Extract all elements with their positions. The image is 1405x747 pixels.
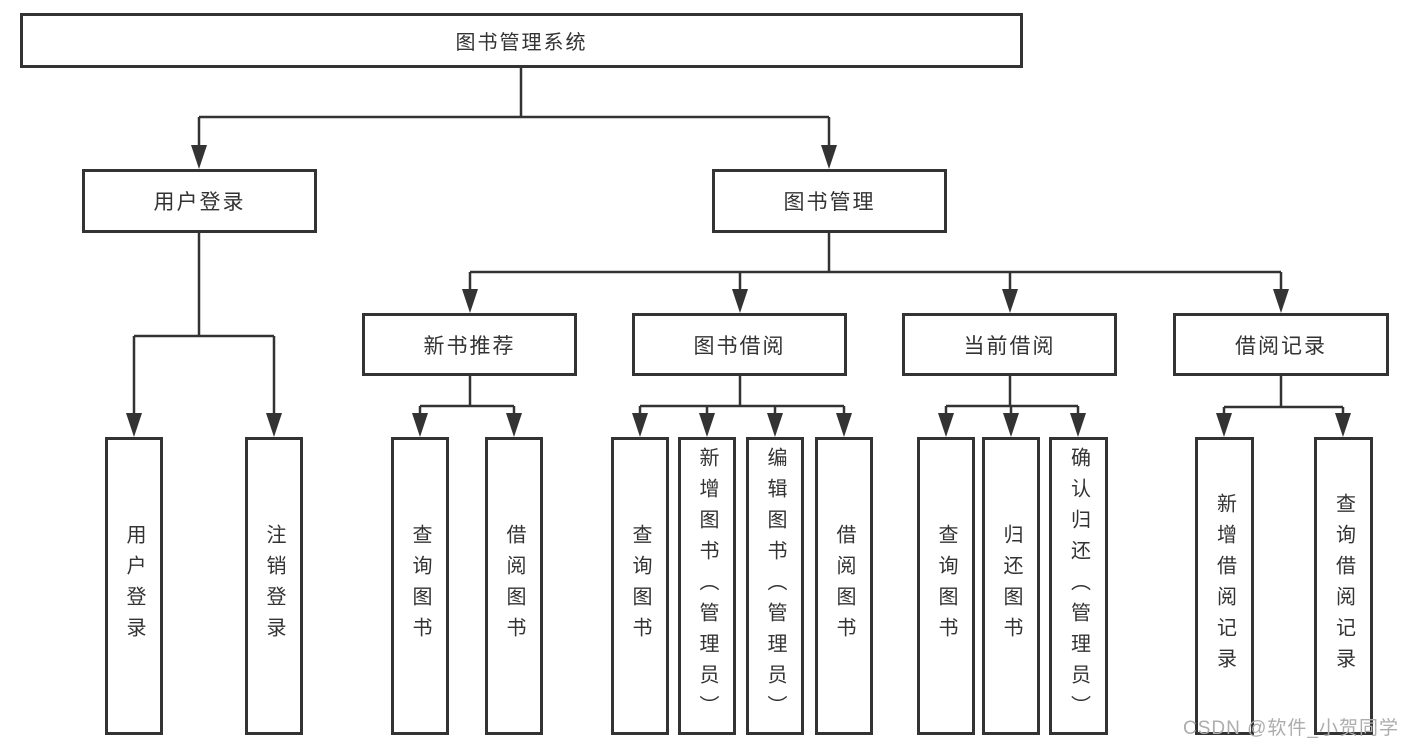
leaf-query-books-1-label: 查询图书	[409, 524, 431, 648]
leaf-confirm-return-admin: 确认归还（管理员）	[1049, 437, 1108, 735]
leaf-user-login: 用户登录	[105, 437, 163, 735]
leaf-add-books-admin: 新增图书（管理员）	[678, 437, 736, 735]
leaf-return-books-label: 归还图书	[1000, 524, 1022, 648]
leaf-query-borrow-record-label: 查询借阅记录	[1332, 493, 1355, 679]
leaf-borrow-books-2-label: 借阅图书	[833, 524, 855, 648]
node-user-login: 用户登录	[82, 169, 317, 233]
leaf-borrow-books-1: 借阅图书	[485, 437, 543, 735]
leaf-query-books-3-label: 查询图书	[935, 524, 957, 648]
leaf-add-borrow-record: 新增借阅记录	[1195, 437, 1254, 735]
csdn-watermark: CSDN @软件_小贺同学	[1183, 718, 1399, 739]
leaf-edit-books-admin-label: 编辑图书（管理员）	[764, 446, 786, 726]
node-current-borrow: 当前借阅	[902, 313, 1117, 376]
node-current-borrow-label: 当前借阅	[963, 334, 1056, 358]
leaf-confirm-return-admin-label: 确认归还（管理员）	[1067, 446, 1090, 726]
leaf-add-borrow-record-label: 新增借阅记录	[1213, 493, 1236, 679]
leaf-add-books-admin-label: 新增图书（管理员）	[696, 446, 718, 726]
node-root-label: 图书管理系统	[455, 32, 588, 54]
node-book-borrow-label: 图书借阅	[693, 334, 786, 358]
leaf-edit-books-admin: 编辑图书（管理员）	[746, 437, 804, 735]
node-book-management-label: 图书管理	[783, 191, 876, 214]
node-new-book-recommend: 新书推荐	[362, 313, 577, 376]
leaf-query-borrow-record: 查询借阅记录	[1314, 437, 1373, 735]
leaf-user-login-label: 用户登录	[123, 524, 145, 648]
node-book-borrow: 图书借阅	[632, 313, 847, 376]
node-new-book-recommend-label: 新书推荐	[423, 334, 516, 358]
leaf-query-books-3: 查询图书	[917, 437, 975, 735]
leaf-query-books-2: 查询图书	[611, 437, 669, 735]
node-borrow-record: 借阅记录	[1173, 313, 1389, 376]
node-borrow-record-label: 借阅记录	[1235, 334, 1327, 358]
leaf-borrow-books-1-label: 借阅图书	[503, 524, 525, 648]
leaf-return-books: 归还图书	[982, 437, 1040, 735]
node-root: 图书管理系统	[20, 13, 1023, 68]
node-book-management: 图书管理	[712, 169, 947, 233]
leaf-logout-label: 注销登录	[263, 524, 285, 648]
leaf-query-books-1: 查询图书	[391, 437, 449, 735]
leaf-query-books-2-label: 查询图书	[629, 524, 651, 648]
leaf-logout: 注销登录	[245, 437, 303, 735]
leaf-borrow-books-2: 借阅图书	[815, 437, 873, 735]
node-user-login-label: 用户登录	[153, 191, 246, 214]
